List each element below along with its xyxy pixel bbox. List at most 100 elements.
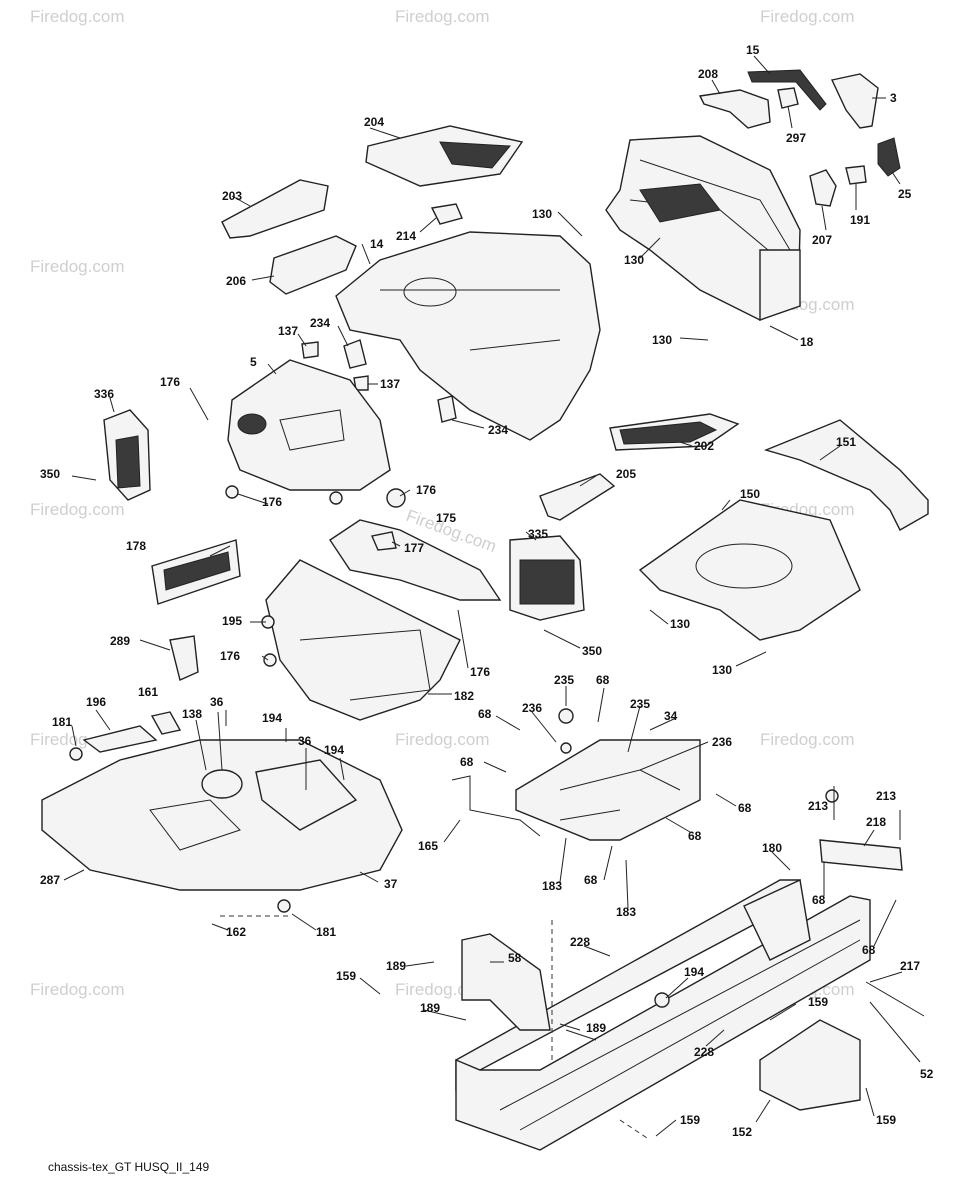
part-number-label: 189 bbox=[420, 1001, 440, 1015]
leader-lines bbox=[63, 55, 921, 1137]
part-191 bbox=[845, 165, 867, 185]
part-number-label: 183 bbox=[616, 905, 636, 919]
part-number-label: 18 bbox=[800, 335, 814, 349]
part-34 bbox=[515, 739, 701, 841]
part-3 bbox=[830, 73, 879, 129]
part-18 bbox=[759, 249, 801, 321]
part-number-label: 181 bbox=[52, 715, 72, 729]
part-15 bbox=[747, 69, 827, 111]
part-number-label: 152 bbox=[732, 1125, 752, 1139]
part-number-label: 208 bbox=[698, 67, 718, 81]
watermark-text: Firedog.com bbox=[760, 730, 854, 749]
part-number-label: 34 bbox=[664, 709, 678, 723]
part-number-label: 14 bbox=[370, 237, 384, 251]
part-234b bbox=[437, 395, 457, 423]
part-number-label: 176 bbox=[160, 375, 180, 389]
part-177 bbox=[371, 531, 397, 551]
part-number-label: 138 bbox=[182, 707, 202, 721]
part-number-label: 159 bbox=[808, 995, 828, 1009]
part-number-label: 350 bbox=[582, 644, 602, 658]
part-207 bbox=[809, 169, 837, 207]
part-number-label: 203 bbox=[222, 189, 242, 203]
part-218 bbox=[819, 839, 903, 871]
part-number-label: 3 bbox=[890, 91, 897, 105]
part-number-label: 194 bbox=[324, 743, 344, 757]
part-number-label: 176 bbox=[262, 495, 282, 509]
part-number-label: 180 bbox=[762, 841, 782, 855]
part-number-label: 235 bbox=[630, 697, 650, 711]
part-289 bbox=[169, 635, 199, 681]
part-number-label: 213 bbox=[876, 789, 896, 803]
part-number-label: 5 bbox=[250, 355, 257, 369]
part-number-label: 52 bbox=[920, 1067, 934, 1081]
part-217 bbox=[865, 981, 925, 1017]
fender-group bbox=[151, 499, 861, 721]
part-number-label: 159 bbox=[336, 969, 356, 983]
part-number-label: 68 bbox=[478, 707, 492, 721]
part-number-label: 205 bbox=[616, 467, 636, 481]
part-number-label: 137 bbox=[278, 324, 298, 338]
bumper-assembly bbox=[605, 69, 901, 321]
part-number-label: 213 bbox=[808, 799, 828, 813]
part-206 bbox=[269, 235, 357, 295]
watermark-text: Firedog.com bbox=[30, 7, 124, 26]
part-number-label: 68 bbox=[460, 755, 474, 769]
part-number-label: 195 bbox=[222, 614, 242, 628]
part-number-label: 178 bbox=[126, 539, 146, 553]
part-number-label: 182 bbox=[454, 689, 474, 703]
part-number-label: 161 bbox=[138, 685, 158, 699]
part-number-label: 234 bbox=[488, 423, 508, 437]
part-number-label: 130 bbox=[624, 253, 644, 267]
part-number-label: 228 bbox=[570, 935, 590, 949]
part-number-label: 15 bbox=[746, 43, 760, 57]
part-161 bbox=[150, 711, 182, 735]
watermark-text: Firedog.com bbox=[30, 257, 124, 276]
part-number-label: 68 bbox=[596, 673, 610, 687]
part-58 bbox=[461, 933, 551, 1031]
part-number-label: 335 bbox=[528, 527, 548, 541]
watermark-text: Firedog.com bbox=[395, 7, 489, 26]
part-number-label: 175 bbox=[436, 511, 456, 525]
part-number-label: 68 bbox=[862, 943, 876, 957]
part-number-label: 206 bbox=[226, 274, 246, 288]
part-number-label: 289 bbox=[110, 634, 130, 648]
part-204-vents bbox=[439, 141, 512, 169]
part-number-label: 159 bbox=[876, 1113, 896, 1127]
part-234a bbox=[343, 339, 367, 369]
footrest-group bbox=[41, 711, 403, 917]
part-138 bbox=[201, 769, 243, 799]
part-25 bbox=[877, 137, 901, 177]
part-number-label: 176 bbox=[220, 649, 240, 663]
part-number-label: 218 bbox=[866, 815, 886, 829]
part-number-label: 68 bbox=[812, 893, 826, 907]
part-14 bbox=[335, 231, 601, 441]
part-205 bbox=[539, 473, 616, 521]
seat-plate-group bbox=[451, 708, 701, 841]
hood-grille bbox=[639, 183, 721, 223]
part-number-label: 191 bbox=[850, 213, 870, 227]
part-151 bbox=[763, 419, 929, 531]
part-number-label: 183 bbox=[542, 879, 562, 893]
part-number-label: 350 bbox=[40, 467, 60, 481]
part-number-label: 236 bbox=[522, 701, 542, 715]
frame-rail bbox=[455, 895, 871, 1151]
part-number-label: 207 bbox=[812, 233, 832, 247]
part-number-label: 25 bbox=[898, 187, 912, 201]
part-number-label: 130 bbox=[532, 207, 552, 221]
part-165 bbox=[451, 775, 541, 837]
part-labels: 15 208 3 297 25 191 207 204 203 214 14 2… bbox=[40, 43, 934, 1139]
part-number-label: 58 bbox=[508, 951, 522, 965]
watermark-text: Firedog.com bbox=[760, 7, 854, 26]
part-hood-front bbox=[605, 135, 801, 321]
part-number-label: 36 bbox=[298, 734, 312, 748]
part-number-label: 287 bbox=[40, 873, 60, 887]
part-number-label: 68 bbox=[584, 873, 598, 887]
part-number-label: 151 bbox=[836, 435, 856, 449]
part-203 bbox=[221, 179, 329, 239]
part-297 bbox=[777, 87, 799, 109]
dash-group bbox=[103, 359, 929, 531]
watermark-text: Firedog.com bbox=[30, 500, 124, 519]
part-number-label: 196 bbox=[86, 695, 106, 709]
part-number-label: 297 bbox=[786, 131, 806, 145]
